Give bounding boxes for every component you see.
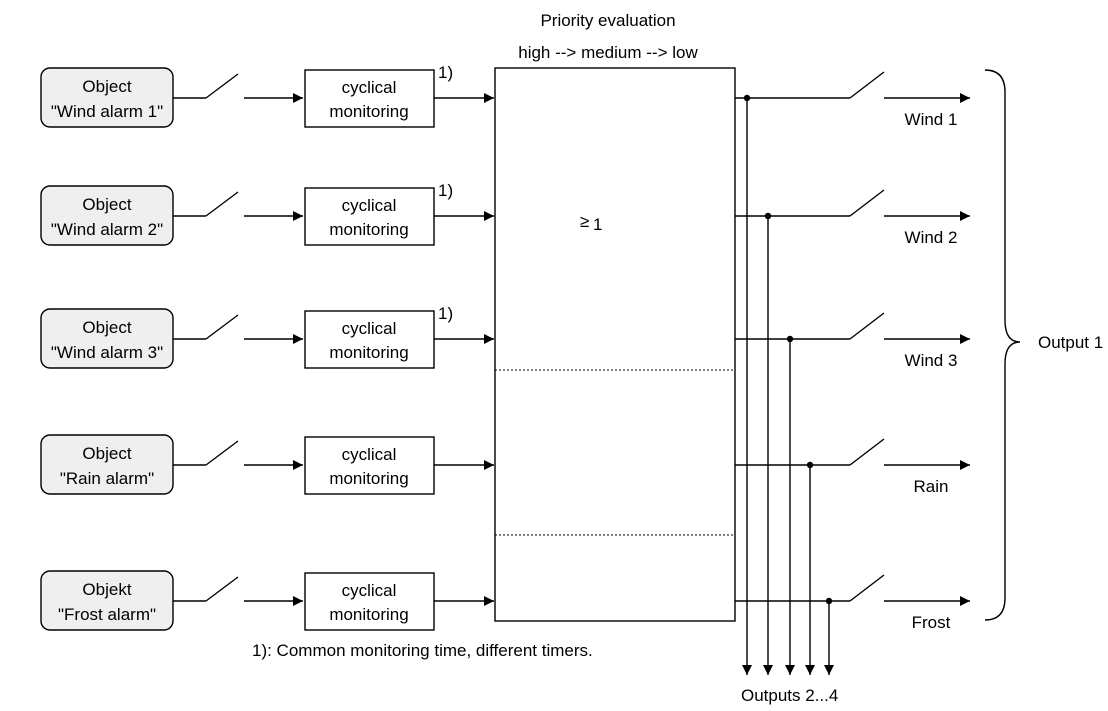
monitoring-label-line1: cyclical [342,196,397,215]
output-switch [849,189,885,217]
monitoring-box [304,436,435,495]
monitoring-label-line1: cyclical [342,319,397,338]
object-label-line1: Object [82,77,131,96]
or-value: 1 [593,215,602,234]
output-label: Wind 1 [905,110,958,129]
output-switch [849,71,885,99]
monitoring-label-line1: cyclical [342,78,397,97]
group-output-label: Output 1 [1038,333,1103,352]
input-switch [205,576,239,602]
footnote-mark: 1) [438,304,453,323]
monitoring-label-line2: monitoring [329,343,408,362]
monitoring-label-line1: cyclical [342,445,397,464]
monitoring-label-line2: monitoring [329,469,408,488]
monitoring-box [304,572,435,631]
output-label: Wind 2 [905,228,958,247]
object-label-line2: "Wind alarm 1" [51,102,163,121]
input-switch [205,191,239,217]
input-switch [205,314,239,340]
or-symbol: ≥ [580,212,589,231]
monitoring-label-line2: monitoring [329,220,408,239]
input-switch [205,73,239,99]
monitoring-label-line1: cyclical [342,581,397,600]
output-label: Rain [914,477,949,496]
signal-row: Object "Wind alarm 2" cyclical monitoring 1)… [40,181,970,675]
object-label-line1: Object [82,444,131,463]
priority-block [494,67,736,622]
monitoring-label-line2: monitoring [329,102,408,121]
priority-order: high --> medium --> low [518,43,698,62]
object-label-line1: Object [82,318,131,337]
output-label: Wind 3 [905,351,958,370]
object-label-line1: Object [82,195,131,214]
signal-row: Object "Wind alarm 3" cyclical monitoring 1)… [40,304,970,675]
object-label-line2: "Wind alarm 3" [51,343,163,362]
output-switch [849,312,885,340]
bottom-outputs-label: Outputs 2...4 [741,686,838,705]
signal-row: Object "Wind alarm 1" cyclical monitoring 1)… [40,63,970,675]
signal-row: Objekt "Frost alarm" cyclical monitoring Fro… [40,570,970,675]
output-switch [849,438,885,466]
object-label-line2: "Frost alarm" [58,605,156,624]
input-switch [205,440,239,466]
monitoring-box [304,69,435,128]
footnote-mark: 1) [438,63,453,82]
monitoring-box [304,187,435,246]
output-label: Frost [912,613,951,632]
object-label-line2: "Wind alarm 2" [51,220,163,239]
footnote: 1): Common monitoring time, different ti… [252,641,593,660]
monitoring-label-line2: monitoring [329,605,408,624]
signal-row: Object "Rain alarm" cyclical monitoring Rain [40,434,970,675]
object-label-line2: "Rain alarm" [60,469,154,488]
output-switch [849,574,885,602]
priority-title: Priority evaluation [540,11,675,30]
output-brace [984,69,1021,621]
footnote-mark: 1) [438,181,453,200]
object-label-line1: Objekt [82,580,131,599]
